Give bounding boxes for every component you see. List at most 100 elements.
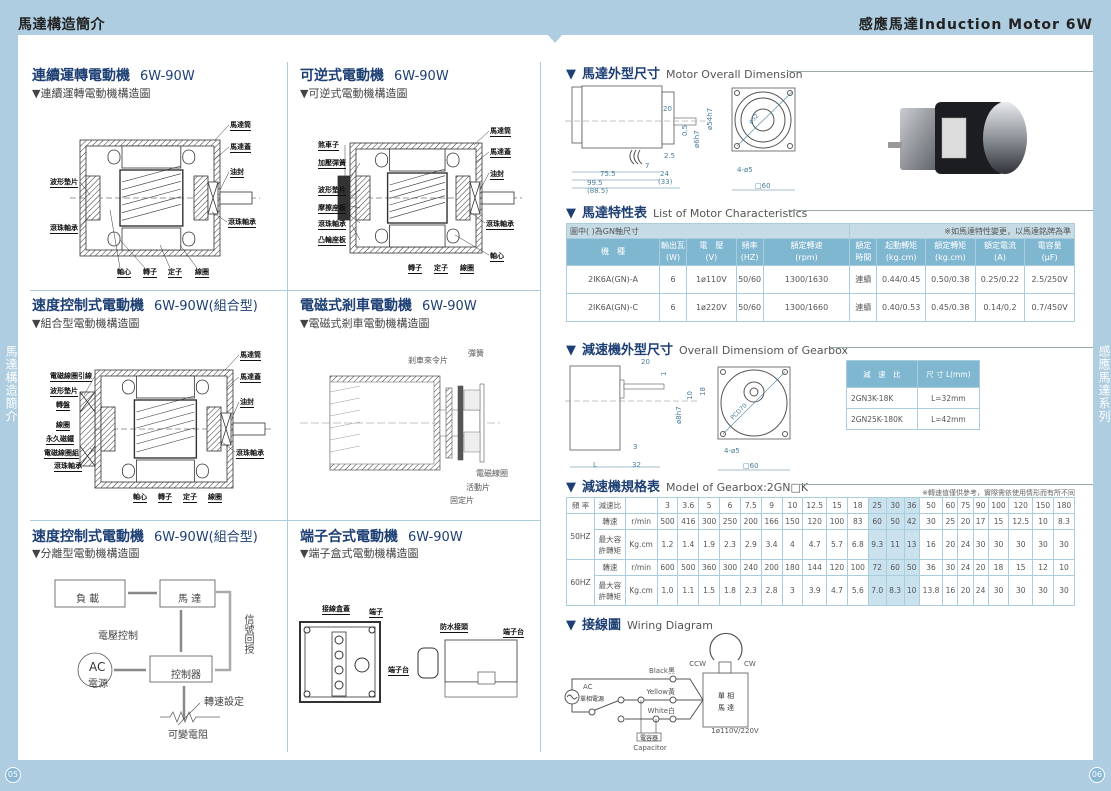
panel-subtitle: ▼電磁式剎車電動機構造圖 (300, 317, 430, 330)
value-cell: 150 (781, 513, 804, 530)
line (389, 182, 446, 199)
value-cell: 500 (656, 513, 679, 530)
ratio-cell: 6 (719, 497, 741, 514)
value-cell: 600 (656, 559, 679, 576)
line (351, 224, 361, 241)
part-label: 波形墊片 (318, 186, 346, 196)
cell: 2.5/250V (1024, 265, 1075, 294)
line (329, 385, 361, 393)
line (345, 162, 361, 186)
bearing-left (355, 175, 371, 221)
motor-label: 單 相 (718, 691, 734, 700)
value-cell: 3.4 (760, 529, 783, 560)
motor-block (159, 579, 216, 608)
ratio-cell: 7.5 (739, 497, 762, 514)
value-cell: 4 (781, 529, 804, 560)
part-label: 軸心 (490, 252, 504, 262)
cell: 6 (659, 293, 687, 322)
section-rule (788, 71, 1093, 72)
part-label: 油封 (240, 398, 254, 408)
table-row: 圖中( )為GN軸尺寸※如馬達特性變更，以馬達銘牌為準 (565, 223, 1075, 239)
line (136, 419, 195, 437)
value-cell: 72 (867, 559, 887, 576)
line (469, 181, 481, 215)
row-divider (30, 520, 540, 521)
part-label: 煞車子 (318, 141, 339, 151)
mount-hole (720, 431, 726, 437)
unit-cell: r/min (624, 559, 658, 576)
value-cell: 200 (760, 559, 783, 576)
cell: 2GN25K-180K (846, 408, 918, 430)
line (213, 146, 230, 161)
ratio-cell: 100 (987, 497, 1010, 514)
column-divider (540, 62, 541, 752)
screw (303, 626, 311, 634)
block-label-motor: 馬 達 (178, 594, 202, 605)
value-cell: 1.0 (656, 575, 679, 606)
part-label: 端子台 (503, 628, 524, 638)
bearing-right (455, 175, 471, 221)
dimension-label: 20 (641, 358, 650, 366)
mount-hole (787, 90, 793, 96)
value-cell: 24 (957, 529, 974, 560)
row-divider (30, 290, 540, 291)
value-cell: 250 (719, 513, 741, 530)
dimension-label: 18 (699, 387, 707, 396)
value-cell: 30 (918, 513, 944, 530)
shaft-photo (888, 142, 902, 148)
dimension-label: ø54h7 (706, 108, 714, 130)
value-cell: 20 (957, 513, 974, 530)
dimension-label: ø6h7 (693, 130, 701, 148)
value-cell: 144 (802, 559, 828, 576)
value-cell: 13 (903, 529, 920, 560)
screw (368, 690, 376, 698)
part-label: 波形墊片 (50, 387, 78, 397)
gearbox-photo (900, 108, 940, 170)
section-rule (830, 347, 1093, 348)
mount-hole (782, 431, 788, 437)
value-cell: 24 (957, 559, 974, 576)
terminal-screw (334, 650, 344, 660)
cell: 0.14/0.2 (974, 293, 1026, 322)
value-cell: 24 (972, 575, 989, 606)
part-label: 定子 (168, 268, 182, 278)
terminal-screw (334, 665, 344, 675)
cell: 1300/1630 (762, 265, 851, 294)
ac-power-circle (77, 652, 113, 688)
motor-shaft (673, 117, 697, 126)
stator-top (389, 148, 446, 172)
motor-end-photo (983, 102, 1027, 174)
frequency-cell: 60HZ (565, 559, 596, 606)
dimension-label: 4-ø5 (737, 166, 753, 174)
line (211, 211, 228, 223)
value-cell: 20 (972, 559, 989, 576)
panel-subtitle: ▼分離型電動機構造圖 (32, 547, 140, 560)
right-side-tab: 感應馬達系列 (1097, 345, 1111, 423)
motor-end-cap (571, 86, 583, 144)
sine (566, 694, 578, 700)
ratio-cell: 10 (781, 497, 804, 514)
value-cell: 5.6 (846, 575, 869, 606)
motor-shaft-symbol (718, 661, 732, 674)
section-rule (788, 210, 1093, 211)
value-cell: 30 (987, 575, 1010, 606)
dimension-label: □60 (743, 462, 759, 470)
dimension-label: □60 (755, 182, 771, 190)
part-label: 轉子 (408, 264, 422, 274)
wire-label: White白 (648, 706, 675, 715)
part-label: 線圈 (208, 493, 222, 503)
row-label: 最大容許轉矩 (594, 575, 626, 606)
section-rule (798, 484, 1093, 485)
part-label: 防水接頭 (440, 623, 468, 633)
cell: 0.44/0.45 (876, 265, 926, 294)
motor-body-side (581, 85, 663, 149)
header-cell: 頻 率 (565, 497, 596, 514)
line (121, 173, 181, 190)
